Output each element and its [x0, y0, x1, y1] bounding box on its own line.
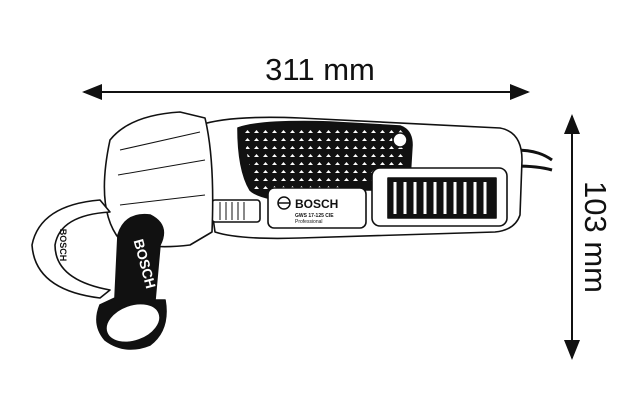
bosch-logo-icon [277, 196, 291, 210]
speed-wheel [211, 199, 261, 223]
gear-head [103, 111, 214, 248]
switch-button [392, 132, 408, 148]
guard-brand-text: BOSCH [58, 229, 68, 262]
disc-guard [31, 199, 111, 299]
nameplate-model: GWS 17-125 CIE [295, 213, 334, 219]
length-label: 311 mm [265, 52, 375, 87]
nameplate-line: Professional [295, 219, 323, 225]
nameplate [267, 187, 367, 229]
height-label: 103 mm [578, 181, 613, 293]
nameplate-brand: BOSCH [295, 197, 338, 211]
grinder [31, 111, 553, 350]
